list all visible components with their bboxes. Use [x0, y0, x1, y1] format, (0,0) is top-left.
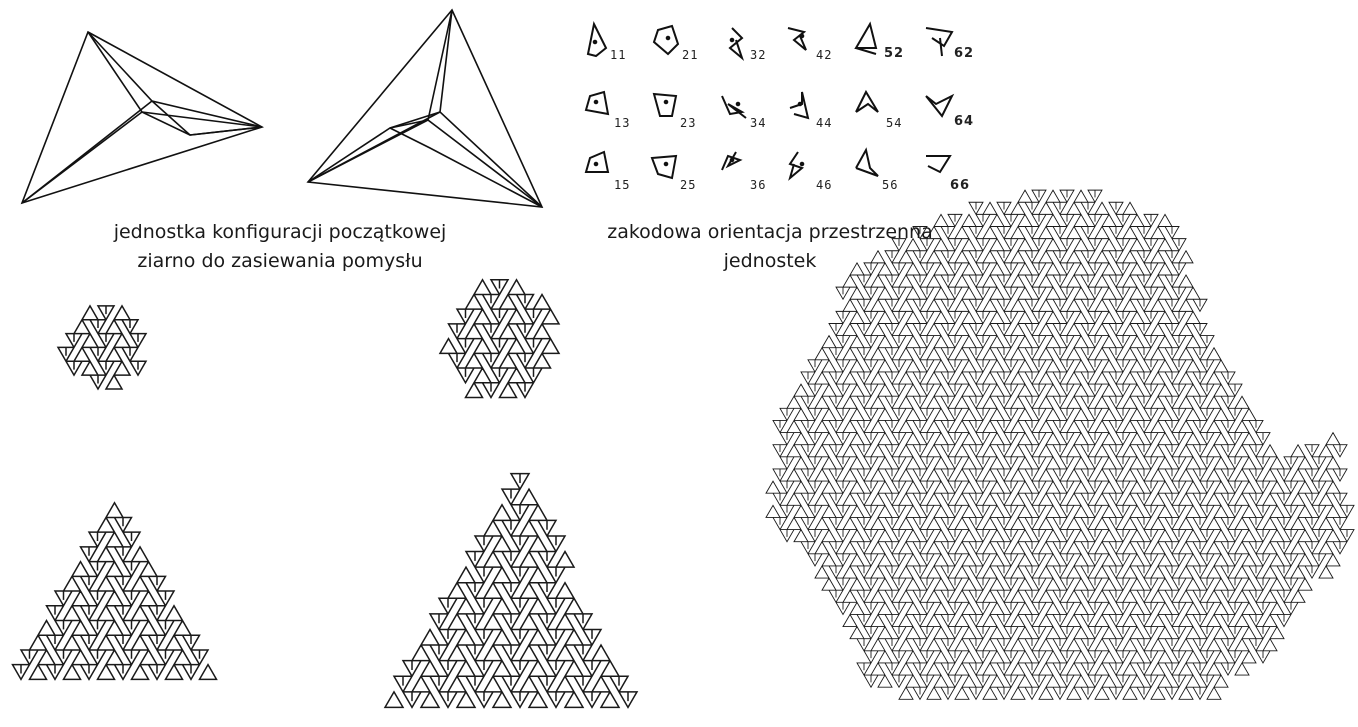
- orientation-label-52: 52: [884, 46, 904, 61]
- orientation-label-62: 62: [954, 46, 974, 61]
- orientation-icons: [580, 18, 980, 198]
- orientation-label-23: 23: [680, 116, 696, 130]
- orientation-label-21: 21: [682, 48, 698, 62]
- unit-caption: jednostka konfiguracji początkowej ziarn…: [90, 218, 470, 276]
- orientation-label-11: 11: [610, 48, 626, 62]
- orientation-label-32: 32: [750, 48, 766, 62]
- growth-stage-2: [440, 265, 560, 400]
- growth-stage-4: [385, 458, 647, 708]
- orientation-label-25: 25: [680, 178, 696, 192]
- orientation-label-42: 42: [816, 48, 832, 62]
- orientation-label-13: 13: [614, 116, 630, 130]
- seed-unit-2: [300, 0, 560, 215]
- orientation-label-15: 15: [614, 178, 630, 192]
- unit-caption-line-2: ziarno do zasiewania pomysłu: [90, 247, 470, 276]
- orientation-label-54: 54: [886, 116, 902, 130]
- orientation-label-64: 64: [954, 114, 974, 129]
- orientation-label-34: 34: [750, 116, 766, 130]
- growth-stage-3: [4, 488, 222, 688]
- growth-stage-1: [50, 292, 160, 387]
- seed-unit-1: [0, 0, 280, 215]
- orientation-grid: 11 21 32 42 52 62 13 23 34 44 54 64 15 2…: [580, 18, 980, 198]
- final-structure: [738, 178, 1358, 718]
- unit-caption-line-1: jednostka konfiguracji początkowej: [90, 218, 470, 247]
- orientation-label-44: 44: [816, 116, 832, 130]
